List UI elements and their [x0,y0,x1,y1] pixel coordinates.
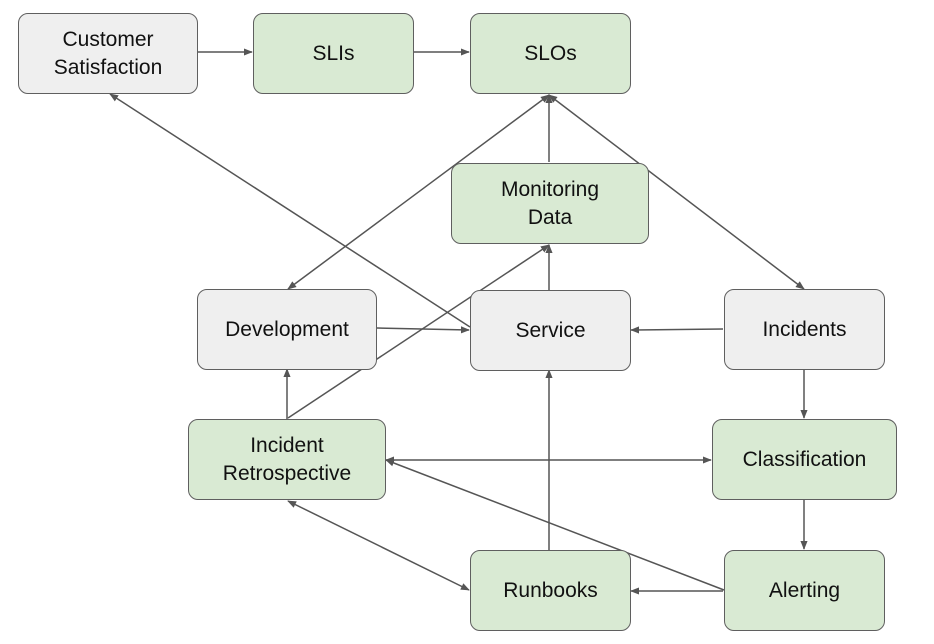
node-slis: SLIs [253,13,414,94]
node-development: Development [197,289,377,370]
arrow-slos-incidents [548,94,805,290]
arrow-slos-development [287,94,550,290]
arrow-retrospective-runbooks [287,500,470,591]
node-slos: SLOs [470,13,631,94]
arrow-retrospective-to-monitoring [287,244,550,419]
node-monitoring-data: Monitoring Data [451,163,649,244]
node-customer-satisfaction: Customer Satisfaction [18,13,198,94]
node-incident-retrospective: Incident Retrospective [188,419,386,500]
node-alerting: Alerting [724,550,885,631]
arrow-incidents-to-service [630,326,724,334]
node-service: Service [470,290,631,371]
node-incidents: Incidents [724,289,885,370]
node-runbooks: Runbooks [470,550,631,631]
arrow-alerting-to-retrospective [385,459,725,591]
node-classification: Classification [712,419,897,500]
arrow-development-to-service [376,326,470,334]
